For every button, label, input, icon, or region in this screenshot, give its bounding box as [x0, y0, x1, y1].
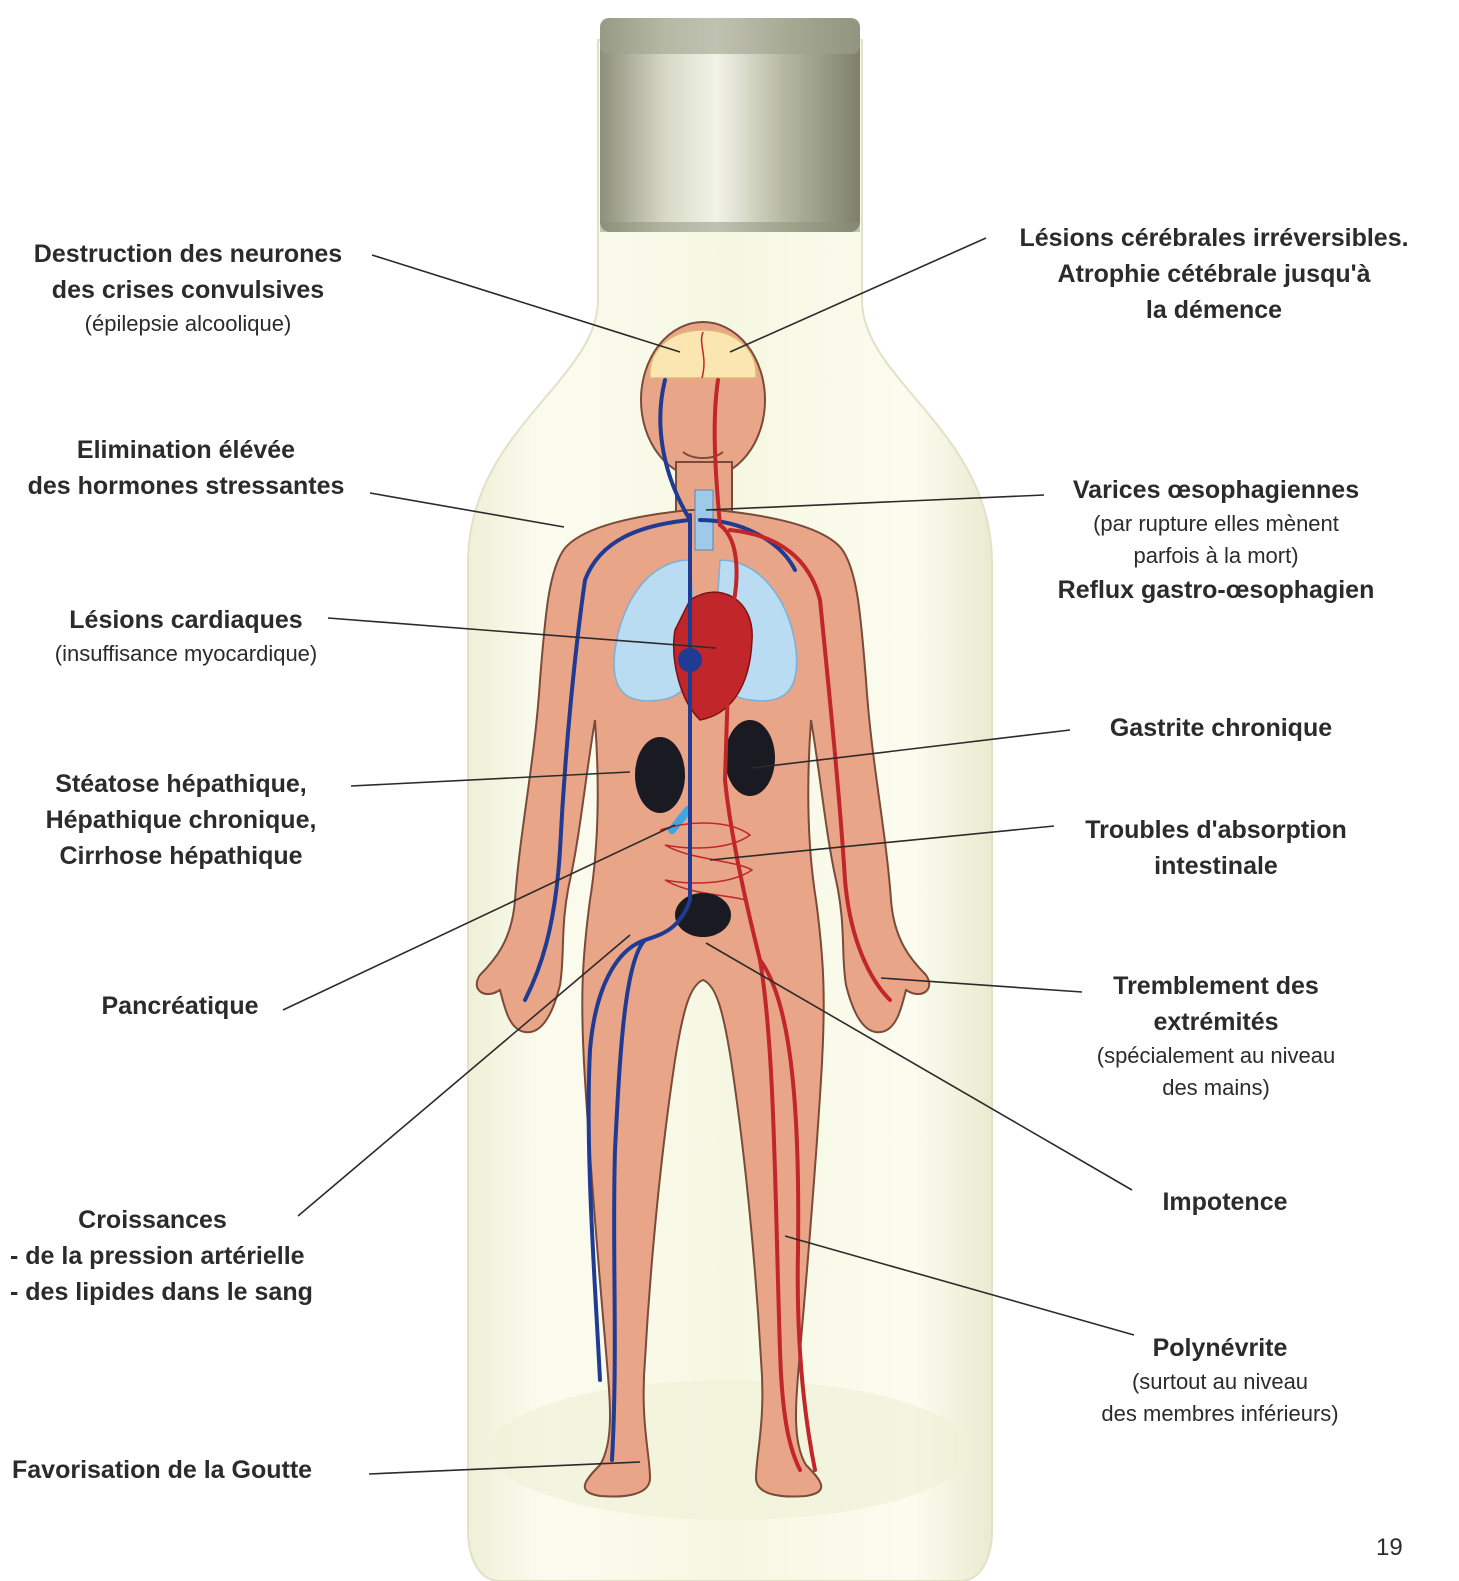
label-tremblement: Tremblement des extrémités (spécialement… [1056, 968, 1376, 1104]
label-text: des membres inférieurs) [1070, 1398, 1370, 1430]
label-text: parfois à la mort) [1026, 540, 1406, 572]
label-text: des mains) [1056, 1072, 1376, 1104]
label-text: Gastrite chronique [1076, 710, 1366, 746]
label-text: (spécialement au niveau [1056, 1040, 1376, 1072]
label-text: Varices œsophagiennes [1026, 472, 1406, 508]
label-lesions-cardiaques: Lésions cardiaques (insuffisance myocard… [10, 602, 362, 670]
label-text: Elimination élévée [6, 432, 366, 468]
label-text: Impotence [1130, 1184, 1320, 1220]
label-text: la démence [994, 292, 1434, 328]
label-text: Destruction des neurones [10, 236, 366, 272]
label-gastrite: Gastrite chronique [1076, 710, 1366, 746]
label-lesions-cerebrales: Lésions cérébrales irréversibles. Atroph… [994, 220, 1434, 328]
label-text: Croissances [10, 1202, 295, 1238]
label-polynevrite: Polynévrite (surtout au niveau des membr… [1070, 1330, 1370, 1430]
label-text: des hormones stressantes [6, 468, 366, 504]
label-text: (insuffisance myocardique) [10, 638, 362, 670]
label-text: - des lipides dans le sang [10, 1274, 370, 1310]
label-text: Tremblement des [1056, 968, 1376, 1004]
label-impotence: Impotence [1130, 1184, 1320, 1220]
label-text: intestinale [1056, 848, 1376, 884]
label-text: (surtout au niveau [1070, 1366, 1370, 1398]
label-text: Lésions cérébrales irréversibles. [994, 220, 1434, 256]
label-elimination-hormones: Elimination élévée des hormones stressan… [6, 432, 366, 504]
label-text: Cirrhose hépathique [14, 838, 348, 874]
label-text: Hépathique chronique, [14, 802, 348, 838]
label-text: Troubles d'absorption [1056, 812, 1376, 848]
label-text: des crises convulsives [10, 272, 366, 308]
label-text: Polynévrite [1070, 1330, 1370, 1366]
label-varices: Varices œsophagiennes (par rupture elles… [1026, 472, 1406, 608]
label-text: (par rupture elles mènent [1026, 508, 1406, 540]
bottle-cap [600, 18, 860, 232]
label-text: Atrophie cétébrale jusqu'à [994, 256, 1434, 292]
label-text: - de la pression artérielle [10, 1238, 370, 1274]
label-text: Lésions cardiaques [10, 602, 362, 638]
label-text: Favorisation de la Goutte [12, 1452, 372, 1488]
label-destruction-neurones: Destruction des neurones des crises conv… [10, 236, 366, 340]
label-pancreatique: Pancréatique [80, 988, 280, 1024]
page-number: 19 [1376, 1534, 1403, 1562]
label-troubles-absorption: Troubles d'absorption intestinale [1056, 812, 1376, 884]
label-text: Stéatose hépathique, [14, 766, 348, 802]
label-text: Reflux gastro-œsophagien [1026, 572, 1406, 608]
label-text: (épilepsie alcoolique) [10, 308, 366, 340]
label-favorisation-goutte: Favorisation de la Goutte [12, 1452, 372, 1488]
label-text: extrémités [1056, 1004, 1376, 1040]
label-steatose: Stéatose hépathique, Hépathique chroniqu… [14, 766, 348, 874]
label-croissances: Croissances - de la pression artérielle … [10, 1202, 370, 1310]
label-text: Pancréatique [80, 988, 280, 1024]
